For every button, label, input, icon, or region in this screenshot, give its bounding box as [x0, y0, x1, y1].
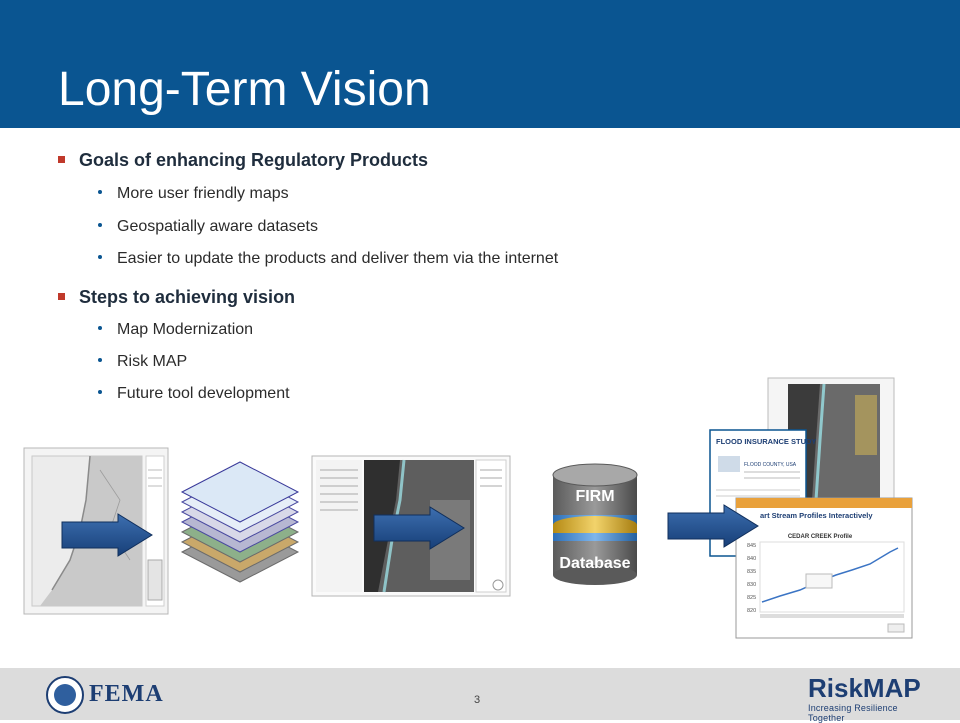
square-bullet-icon [58, 156, 65, 163]
list-item: Risk MAP [98, 353, 187, 371]
list-item: Easier to update the products and delive… [98, 250, 558, 268]
arrow-right-icon [373, 506, 465, 550]
title-bar [0, 0, 960, 128]
fis-county: FLOOD COUNTY, USA [744, 462, 797, 468]
modern-products-collage: FLOOD INSURANCE STUDY FLOOD COUNTY, USA … [709, 377, 913, 639]
riskmap-logo: RiskMAP Increasing Resilience Together [808, 673, 921, 723]
list-item: Future tool development [98, 385, 290, 403]
database-top-label: FIRM [575, 488, 614, 505]
dot-bullet-icon [98, 190, 102, 194]
list-item: Map Modernization [98, 321, 253, 339]
list-item: More user friendly maps [98, 185, 289, 203]
y-tick-label: 835 [747, 569, 756, 575]
bullet-heading-goals: Goals of enhancing Regulatory Products [58, 150, 428, 171]
bullet-heading-steps: Steps to achieving vision [58, 287, 295, 308]
dhs-seal-icon [46, 676, 84, 714]
riskmap-wordmark: RiskMAP [808, 673, 921, 703]
profile-chart-title: CEDAR CREEK Profile [788, 534, 853, 540]
dot-bullet-icon [98, 255, 102, 259]
fis-title: FLOOD INSURANCE STUDY [716, 437, 816, 446]
square-bullet-icon [58, 293, 65, 300]
fema-logo: FEMA [89, 681, 164, 707]
profile-window-title: art Stream Profiles Interactively [760, 511, 873, 520]
y-tick-label: 845 [747, 543, 756, 549]
page-number: 3 [474, 694, 481, 706]
dot-bullet-icon [98, 326, 102, 330]
y-tick-label: 840 [747, 556, 756, 562]
arrow-right-icon [61, 513, 153, 557]
riskmap-tagline: Increasing Resilience Together [808, 703, 898, 723]
y-tick-label: 825 [747, 595, 756, 601]
dot-bullet-icon [98, 223, 102, 227]
database-bottom-label: Database [559, 555, 630, 572]
y-tick-label: 820 [747, 608, 756, 614]
firm-database-icon: FIRM Database [552, 463, 638, 585]
dot-bullet-icon [98, 358, 102, 362]
y-tick-label: 830 [747, 582, 756, 588]
arrow-right-icon [667, 504, 759, 548]
gis-layer-stack [180, 461, 300, 583]
footer-bar [0, 668, 960, 720]
slide-title: Long-Term Vision [58, 63, 431, 116]
list-item: Geospatially aware datasets [98, 218, 318, 236]
dot-bullet-icon [98, 390, 102, 394]
